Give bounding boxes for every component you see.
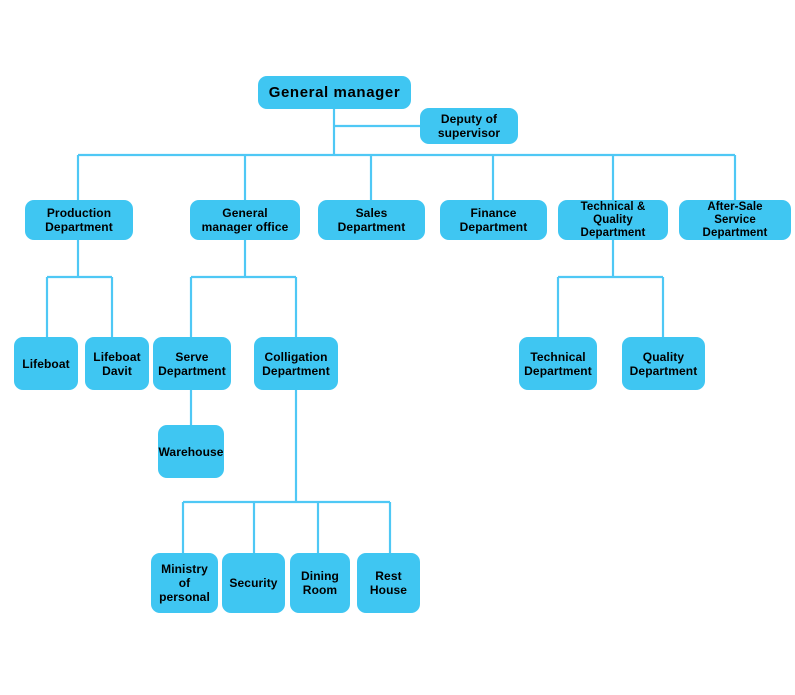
node-warehouse[interactable]: Warehouse: [158, 425, 224, 478]
node-lifeboat[interactable]: Lifeboat: [14, 337, 78, 390]
node-finance-department[interactable]: Finance Department: [440, 200, 547, 240]
node-serve-department[interactable]: Serve Department: [153, 337, 231, 390]
node-colligation-department[interactable]: Colligation Department: [254, 337, 338, 390]
node-rest-house[interactable]: Rest House: [357, 553, 420, 613]
node-ministry-of-personal[interactable]: Ministry of personal: [151, 553, 218, 613]
node-production-department[interactable]: Production Department: [25, 200, 133, 240]
node-security[interactable]: Security: [222, 553, 285, 613]
node-technical-department[interactable]: Technical Department: [519, 337, 597, 390]
node-lifeboat-davit[interactable]: Lifeboat Davit: [85, 337, 149, 390]
node-general-manager-office[interactable]: General manager office: [190, 200, 300, 240]
node-dining-room[interactable]: Dining Room: [290, 553, 350, 613]
node-quality-department[interactable]: Quality Department: [622, 337, 705, 390]
node-after-sale-service-department[interactable]: After-Sale Service Department: [679, 200, 791, 240]
node-deputy-of-supervisor[interactable]: Deputy of supervisor: [420, 108, 518, 144]
node-general-manager[interactable]: General manager: [258, 76, 411, 109]
node-sales-department[interactable]: Sales Department: [318, 200, 425, 240]
node-technical-quality-department[interactable]: Technical & Quality Department: [558, 200, 668, 240]
